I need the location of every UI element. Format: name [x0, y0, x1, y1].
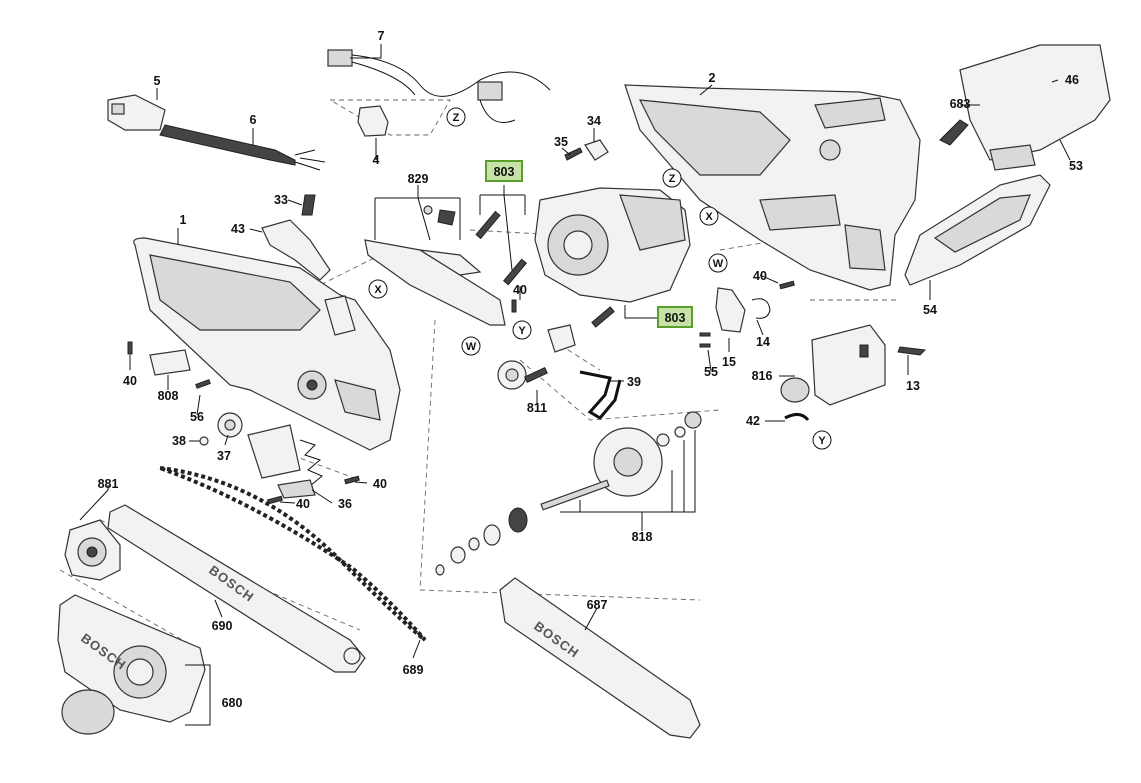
highlight-box-803-top: 803: [485, 160, 523, 182]
spring-part-33: [301, 194, 316, 216]
label-46: 46: [1065, 73, 1079, 87]
label-40-e: 40: [296, 497, 310, 511]
svg-text:Z: Z: [453, 112, 460, 124]
plug-part-5: [107, 94, 166, 131]
label-15: 15: [722, 355, 736, 369]
hose-part-42: [784, 413, 810, 422]
ref-marker-z-2: Z: [662, 168, 682, 188]
cable-part-6: [159, 124, 326, 171]
holder-part-34: [584, 139, 609, 161]
svg-text:Y: Y: [818, 435, 826, 447]
screws: [127, 280, 795, 505]
label-34: 34: [587, 114, 601, 128]
label-55: 55: [704, 365, 718, 379]
label-5: 5: [154, 74, 161, 88]
label-881: 881: [98, 477, 119, 491]
label-683: 683: [950, 97, 971, 111]
highlight-box-803-bottom: 803: [657, 306, 693, 328]
label-829: 829: [408, 172, 429, 186]
screw-part-35: [564, 147, 583, 161]
switch-lever-part-829: [364, 205, 506, 326]
label-1: 1: [180, 213, 187, 227]
housing-right-part-2: [624, 84, 921, 291]
label-54: 54: [923, 303, 937, 317]
label-35: 35: [554, 135, 568, 149]
label-689: 689: [403, 663, 424, 677]
motor-part-803: [475, 187, 691, 328]
label-14: 14: [756, 335, 770, 349]
ref-marker-w-2: W: [708, 253, 728, 273]
part-labels: 1 2 4 5 6 7 13 14 15 33 34 35 36 37 38 3…: [98, 29, 1083, 710]
label-39: 39: [627, 375, 641, 389]
washer-part-38: [199, 436, 209, 446]
ref-marker-w-1: W: [461, 336, 481, 356]
label-680: 680: [222, 696, 243, 710]
gear-part-811: [497, 360, 548, 390]
label-38: 38: [172, 434, 186, 448]
svg-text:X: X: [374, 284, 382, 296]
label-7: 7: [378, 29, 385, 43]
label-818: 818: [632, 530, 653, 544]
label-40-b: 40: [513, 283, 527, 297]
screws-part-55: [699, 332, 711, 348]
ref-marker-x-1: X: [368, 279, 388, 299]
label-811: 811: [527, 401, 547, 415]
ref-marker-z-1: Z: [446, 107, 466, 127]
label-40-c: 40: [753, 269, 767, 283]
gearbox-parts-818: [435, 411, 702, 576]
chain-tensioner-part-36: [247, 424, 323, 499]
label-13: 13: [906, 379, 920, 393]
saw-chain-part-689: [159, 466, 427, 642]
svg-text:X: X: [705, 211, 713, 223]
ref-marker-y-1: Y: [512, 320, 532, 340]
leader-lines: [79, 44, 1071, 726]
housing-left-part-1: [133, 237, 401, 451]
front-handle-part-54: [904, 174, 1051, 286]
label-part-808: [149, 349, 191, 376]
label-40-d: 40: [373, 477, 387, 491]
svg-text:Z: Z: [669, 173, 676, 185]
switch-unit-part-15: [715, 287, 746, 333]
handle-part-53: [959, 44, 1111, 171]
sprocket-part-37: [217, 412, 243, 438]
label-2: 2: [709, 71, 716, 85]
svg-text:W: W: [713, 258, 724, 270]
label-40-a: 40: [123, 374, 137, 388]
label-803-bottom: 803: [665, 311, 686, 325]
label-33: 33: [274, 193, 288, 207]
svg-text:Y: Y: [518, 325, 526, 337]
ref-marker-x-2: X: [699, 206, 719, 226]
filter-part-816: [780, 324, 886, 406]
label-43: 43: [231, 222, 245, 236]
sprocket-cover-part-881: [64, 519, 121, 581]
side-cover-part-680: BOSCH: [57, 594, 206, 735]
label-808: 808: [158, 389, 179, 403]
clip-part-14: [751, 298, 771, 319]
label-803-top: 803: [494, 165, 515, 179]
label-42: 42: [746, 414, 760, 428]
label-816: 816: [752, 369, 773, 383]
label-4: 4: [373, 153, 380, 167]
label-690: 690: [212, 619, 233, 633]
label-56: 56: [190, 410, 204, 424]
switch-part-4: [357, 105, 389, 137]
ref-marker-y-2: Y: [812, 430, 832, 450]
label-6: 6: [250, 113, 257, 127]
oil-hose-part-39: [579, 370, 622, 420]
lock-lever-part-43: [261, 219, 331, 281]
label-53: 53: [1069, 159, 1083, 173]
clip-part-13: [897, 346, 927, 356]
wiring-harness-part-7: [327, 49, 551, 123]
label-687: 687: [587, 598, 608, 612]
label-37: 37: [217, 449, 231, 463]
svg-text:W: W: [466, 341, 477, 353]
oil-pump-bracket: [547, 324, 576, 353]
label-36: 36: [338, 497, 352, 511]
